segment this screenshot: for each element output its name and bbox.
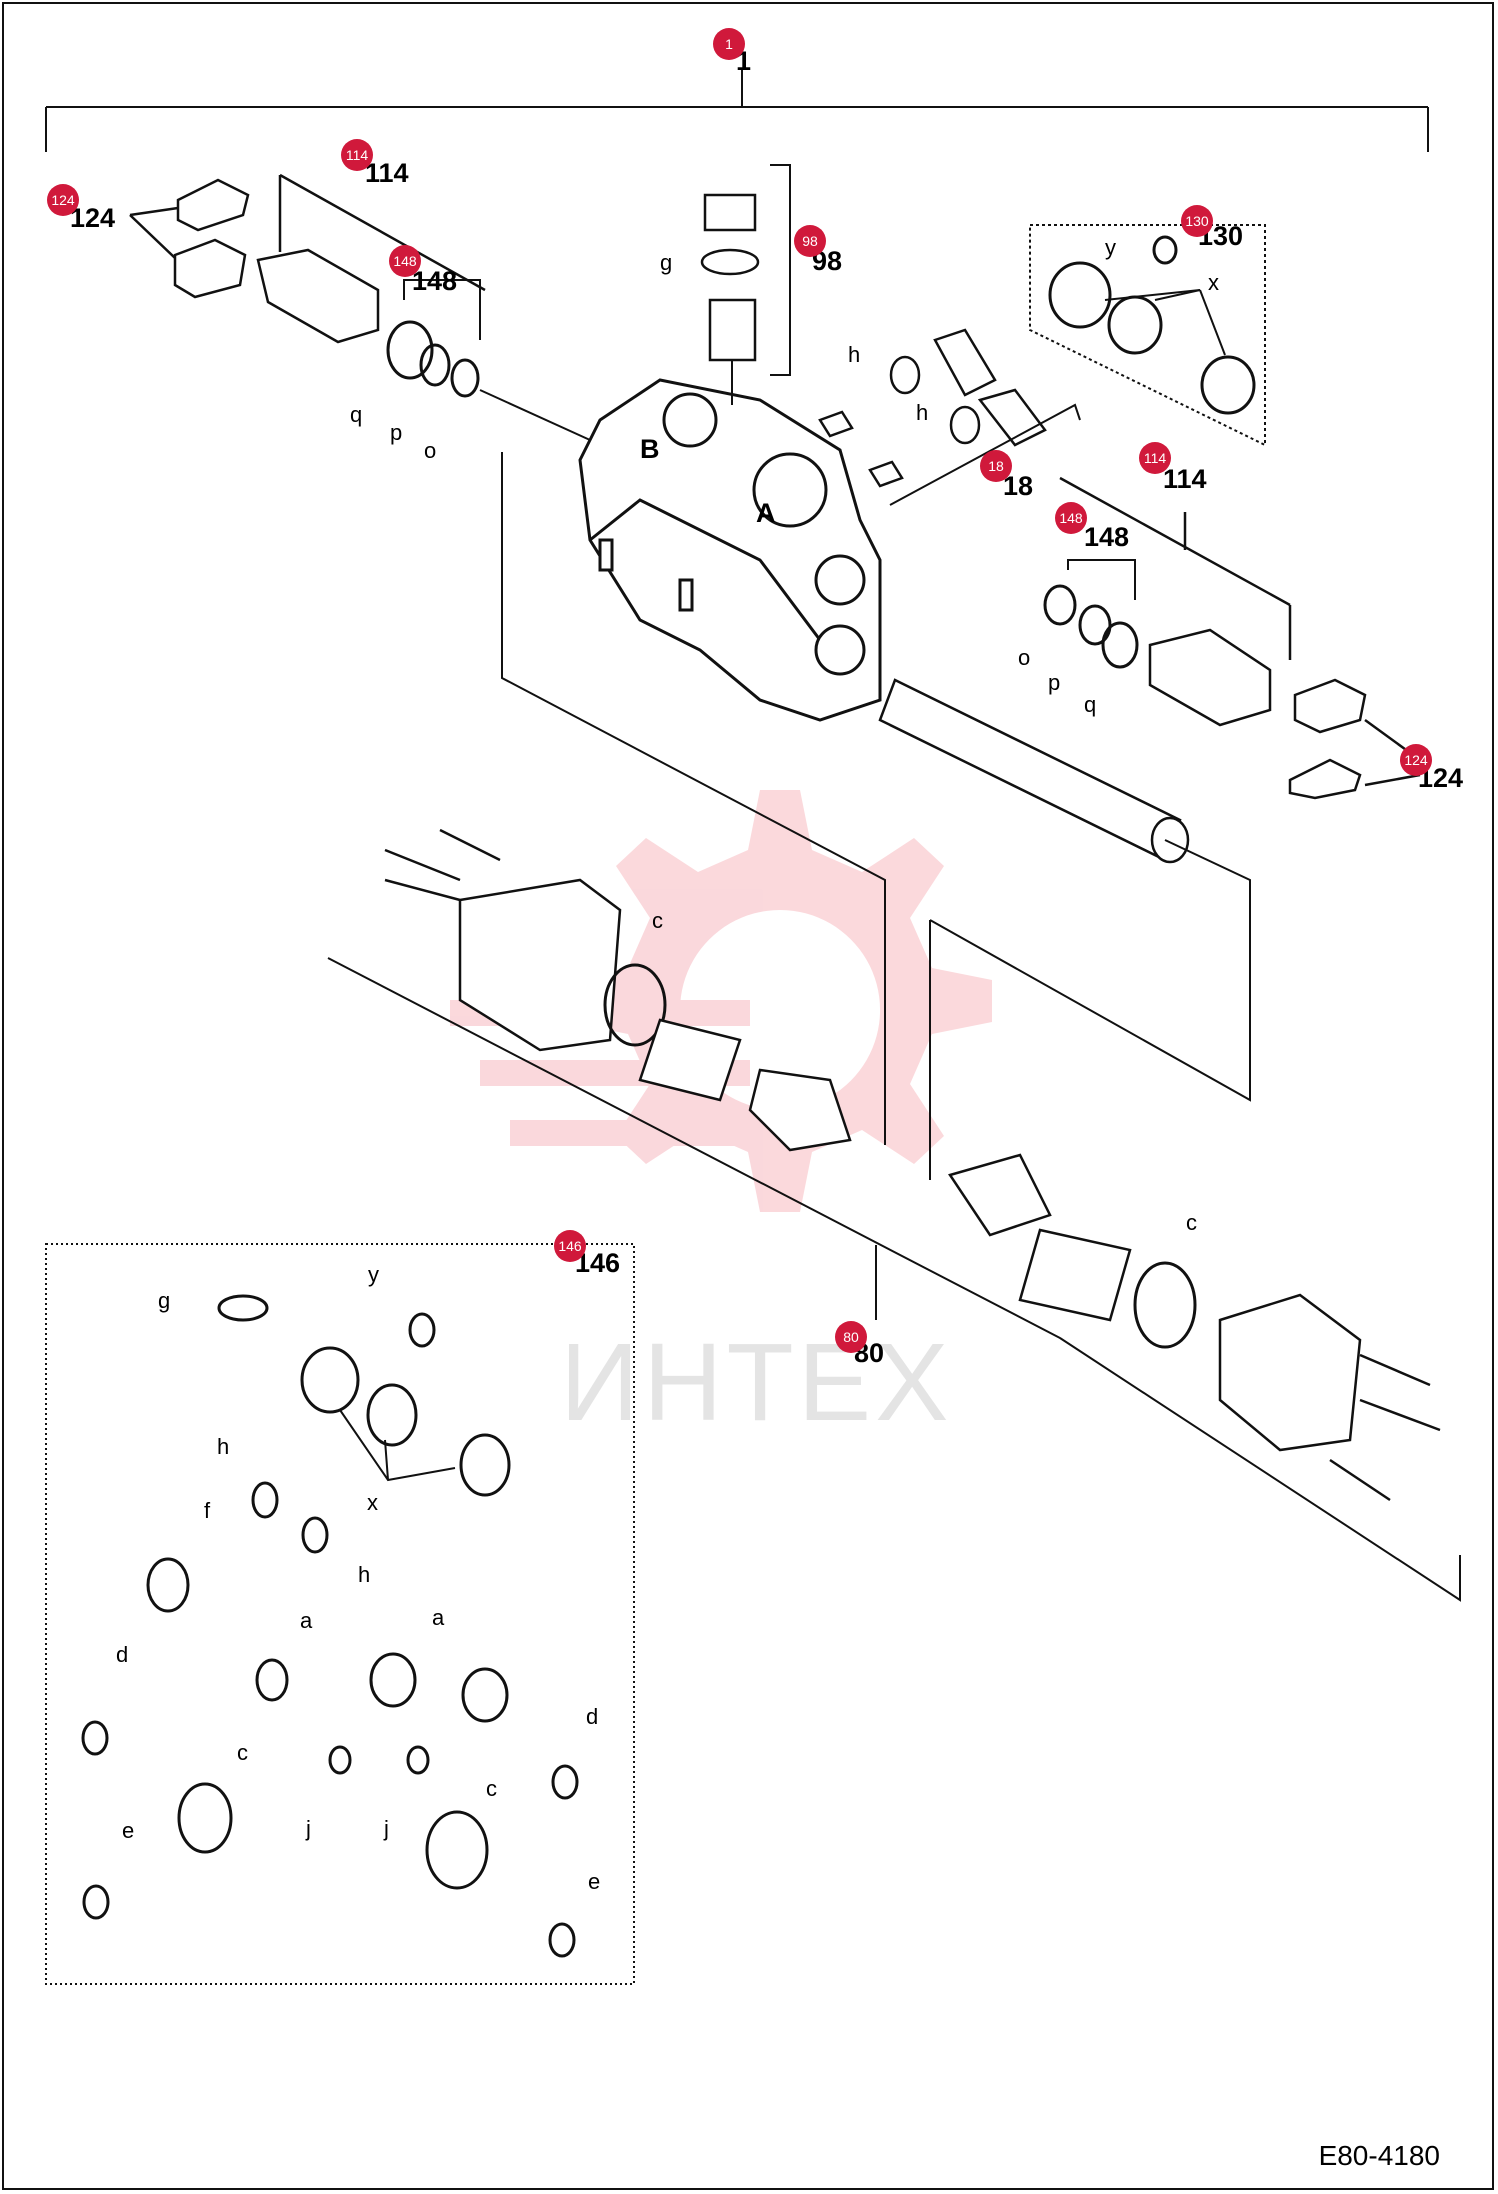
- port-a-label: A: [756, 498, 776, 528]
- svg-text:124: 124: [51, 192, 75, 208]
- callout-badge-114-right[interactable]: 114: [1139, 442, 1171, 474]
- callout-badge-124-right[interactable]: 124: [1400, 744, 1432, 776]
- watermark-text: ИНТЕХ: [560, 1321, 952, 1444]
- svg-text:80: 80: [843, 1329, 859, 1345]
- box-letter-f: f: [204, 1498, 211, 1523]
- port-b-label: B: [640, 434, 660, 464]
- seal-letter-x-right: x: [1208, 270, 1219, 295]
- seal-letter-c-lower: c: [1186, 1210, 1197, 1235]
- svg-text:1: 1: [725, 36, 733, 52]
- label-148-right: 148: [1084, 522, 1129, 552]
- seal-letter-q-left: q: [350, 402, 362, 427]
- valve-body: [578, 378, 882, 722]
- callout-badge-114-left[interactable]: 114: [341, 139, 373, 171]
- seal-letter-o-left: o: [424, 438, 436, 463]
- callout-badge-98[interactable]: 98: [794, 225, 826, 257]
- callout-badge-18[interactable]: 18: [980, 450, 1012, 482]
- watermark-stripe: [510, 1120, 750, 1146]
- seal-letter-h-top1: h: [848, 342, 860, 367]
- drawing-number: E80-4180: [1318, 2140, 1440, 2171]
- seal-kit-box: [45, 1243, 635, 1985]
- spring-cover-upper: [384, 828, 852, 1152]
- seal-letter-y-right: y: [1105, 235, 1116, 260]
- callout-badge-130[interactable]: 130: [1181, 205, 1213, 237]
- seal-letter-c-upper: c: [652, 908, 663, 933]
- svg-text:124: 124: [1404, 752, 1428, 768]
- box-letter-c1: c: [237, 1740, 248, 1765]
- box-letter-j1: j: [305, 1816, 311, 1841]
- svg-text:148: 148: [1059, 510, 1083, 526]
- svg-text:148: 148: [393, 253, 417, 269]
- box-letter-h2: h: [358, 1562, 370, 1587]
- box-letter-e1: e: [122, 1818, 134, 1843]
- box-letter-a2: a: [432, 1605, 445, 1630]
- relief-valve-left: [256, 173, 486, 344]
- box-letter-h1: h: [217, 1434, 229, 1459]
- box-letter-d1: d: [116, 1642, 128, 1667]
- label-148-left: 148: [412, 266, 457, 296]
- main-bracket: [45, 70, 1429, 152]
- callout-badge-1[interactable]: 1: [713, 28, 745, 60]
- svg-text:146: 146: [558, 1238, 582, 1254]
- box-letter-e2: e: [588, 1869, 600, 1894]
- callout-badge-148-right[interactable]: 148: [1055, 502, 1087, 534]
- check-valve: [818, 328, 1081, 506]
- seal-letter-h-top2: h: [916, 400, 928, 425]
- seal-letter-o-right: o: [1018, 645, 1030, 670]
- relief-valve-right: [1043, 476, 1292, 727]
- box-letter-a1: a: [300, 1608, 313, 1633]
- spring-cover-lower: [948, 1153, 1441, 1502]
- seal-letter-q-right: q: [1084, 692, 1096, 717]
- seal-kit-right: [1029, 224, 1266, 447]
- assembly-lines: [327, 452, 1461, 1602]
- svg-text:98: 98: [802, 233, 818, 249]
- seal-letter-p-left: p: [390, 420, 402, 445]
- box-letter-c2: c: [486, 1776, 497, 1801]
- svg-text:130: 130: [1185, 213, 1209, 229]
- label-124-left: 124: [70, 203, 115, 233]
- plug-top: [700, 164, 791, 405]
- label-114-right: 114: [1163, 464, 1207, 494]
- callout-badges: 1 114 124 148 98 130 18 114 148 124 146 …: [47, 28, 1432, 1353]
- svg-text:114: 114: [346, 147, 369, 163]
- callout-badge-148-left[interactable]: 148: [389, 245, 421, 277]
- seal-letter-p-right: p: [1048, 670, 1060, 695]
- callout-badge-80[interactable]: 80: [835, 1321, 867, 1353]
- box-letter-j2: j: [383, 1816, 389, 1841]
- cap-parts-right: [1288, 678, 1421, 800]
- label-114-left: 114: [365, 158, 409, 188]
- box-letter-g: g: [158, 1288, 170, 1313]
- callout-badge-124-left[interactable]: 124: [47, 184, 79, 216]
- cap-parts-left: [129, 178, 250, 299]
- seal-letter-g-top: g: [660, 250, 672, 275]
- box-letter-d2: d: [586, 1704, 598, 1729]
- svg-text:18: 18: [988, 458, 1004, 474]
- seals-left: [386, 279, 591, 441]
- svg-text:114: 114: [1144, 450, 1167, 466]
- box-letter-x: x: [367, 1490, 378, 1515]
- callout-badge-146[interactable]: 146: [554, 1230, 586, 1262]
- spool: [878, 678, 1190, 864]
- box-letter-y: y: [368, 1262, 379, 1287]
